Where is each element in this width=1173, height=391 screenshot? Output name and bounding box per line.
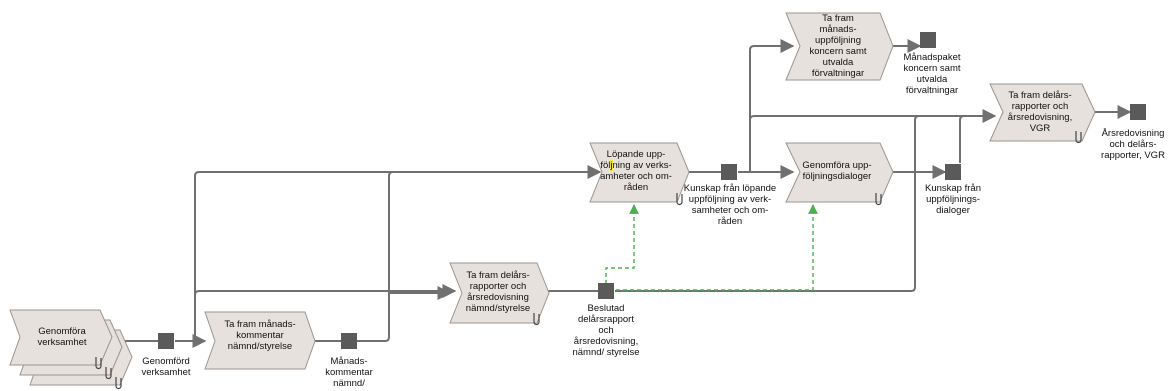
output-label-beslutad: Beslutad delårsrapport och årsredovisnin… (572, 303, 640, 358)
paperclip-icon (105, 367, 112, 380)
node-manadspaket (920, 32, 936, 48)
process-label-manadsuppfoljning: Ta fram månads- uppföljning koncern samt… (809, 13, 867, 79)
process-label-lopande-b: ning av verks- amheter och om- råden (600, 160, 672, 193)
connector (357, 171, 394, 342)
process-shape-manadskommentar (204, 311, 316, 370)
output-label-arsredovisning-vgr: Årsredovisning och delårs- rapporter, VG… (1101, 128, 1165, 161)
paperclip-icon (1075, 131, 1082, 144)
output-label-kunskap-lopande: Kunskap från löpande uppföljning av verk… (683, 183, 777, 227)
output-label-manadskommentar: Månads- kommentar nämnd/ (325, 356, 373, 389)
process-shape-delars-vgr (989, 83, 1096, 142)
process-shape-delars-namnd (449, 262, 550, 324)
output-label-manadspaket: Månadspaket koncern samt utvalda förvalt… (903, 52, 961, 96)
node-arsredovisning (1130, 104, 1146, 120)
process-label-delars-namnd: Ta fram delårs- rapporter och årsredovis… (465, 270, 531, 314)
connector (194, 165, 602, 341)
process-label-dialoger: Genomföra upp- följningsdialoger (802, 160, 872, 182)
node-manadskommentar (341, 333, 357, 349)
process-label-manadskommentar: Ta fram månads- kommentar nämnd/styrelse (224, 319, 296, 352)
node-beslutad (598, 283, 614, 299)
paperclip-icon (533, 313, 540, 326)
process-shape-dialoger (785, 142, 894, 203)
process-shape-manadsuppfoljning (785, 12, 894, 81)
connector-lines (120, 39, 1132, 348)
connector (749, 109, 997, 123)
process-label-lopande-a: Löpande upp- föl (600, 149, 666, 171)
paperclip-icon (115, 377, 122, 390)
dashed-lines (605, 204, 818, 291)
node-kunskap-lopande (721, 164, 737, 180)
process-label-delars-vgr: Ta fram delårs- rapporter och årsredovis… (1007, 90, 1073, 134)
output-label-genomford: Genomförd verksamhet (141, 356, 191, 378)
process-label-genomfora: Genomföra verksamhet (37, 326, 87, 348)
paperclip-icon (676, 193, 683, 206)
process-shapes (9, 12, 1096, 386)
connector (749, 39, 795, 172)
output-label-kunskap-dialog: Kunskap från uppföljnings- dialoger (925, 183, 981, 216)
paperclip-icon (875, 193, 882, 206)
process-shape-genomfora (9, 309, 113, 366)
node-genomford (158, 333, 174, 349)
paperclip-icon (95, 357, 102, 370)
dashed-connector (616, 204, 818, 291)
dashed-connector (605, 204, 639, 284)
highlighted-glyph: j (610, 160, 613, 171)
connector (959, 115, 965, 121)
node-kunskap-dialog (945, 164, 961, 180)
connector (194, 284, 457, 298)
process-label-lopande: Löpande upp- följning av verks- amheter … (594, 149, 678, 193)
output-nodes (158, 32, 1146, 349)
attachment-icons (95, 131, 1082, 390)
